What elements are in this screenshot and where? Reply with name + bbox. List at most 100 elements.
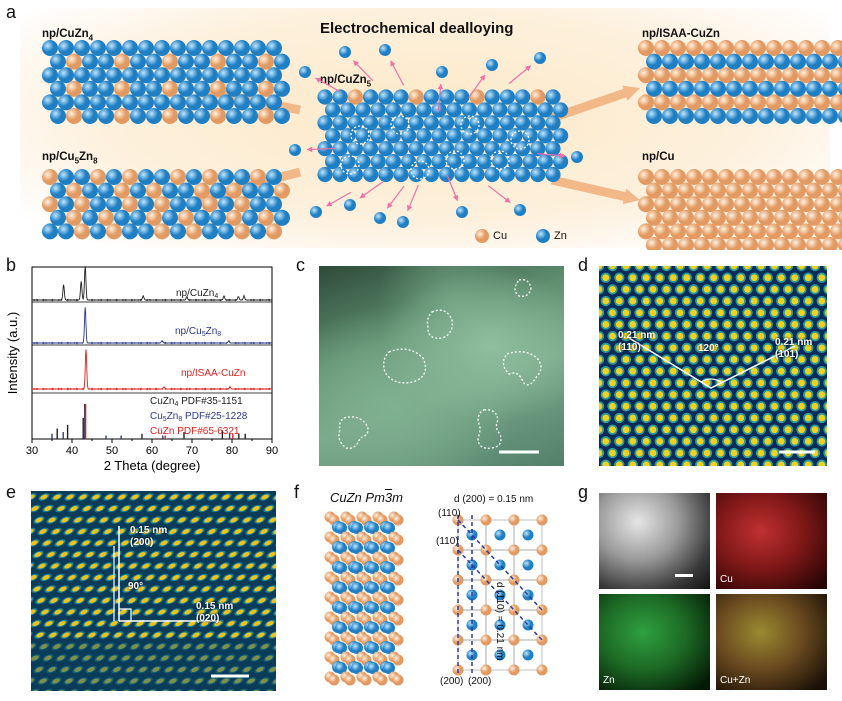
zn-atom	[58, 40, 74, 56]
zn-atom	[122, 223, 138, 240]
lattice-atom	[142, 563, 150, 569]
lattice-atom	[61, 667, 69, 672]
zn-atom	[325, 128, 341, 144]
lattice-atom	[737, 321, 745, 328]
lattice-atom	[656, 367, 664, 375]
lattice-atom	[615, 367, 623, 375]
lattice-atom	[791, 437, 799, 445]
cu-atom	[638, 67, 654, 84]
lattice-atom	[221, 678, 229, 684]
lattice-atom	[181, 563, 189, 569]
stem-image-c	[319, 266, 564, 466]
lattice-atom	[100, 667, 108, 672]
cu-atom	[694, 182, 710, 199]
zn-atom	[154, 67, 170, 84]
zn-atom	[822, 108, 838, 124]
lattice-atom	[191, 517, 199, 523]
lattice-atom	[235, 644, 243, 649]
cu-atom	[74, 223, 90, 240]
cu-atom	[678, 182, 694, 199]
lattice-atom	[267, 586, 275, 592]
lattice-atom	[83, 655, 91, 661]
legend-zn-ball	[536, 229, 550, 243]
lattice-atom	[207, 563, 215, 569]
hrtem-image-d	[599, 266, 827, 466]
zn-atom	[138, 94, 154, 111]
cu-atom	[66, 80, 82, 97]
lattice-atom	[118, 644, 126, 649]
cu-atom	[710, 182, 726, 199]
zn-atom	[522, 128, 538, 144]
lattice-atom	[75, 632, 83, 638]
lattice-atom	[750, 297, 758, 305]
lattice-atom	[264, 540, 272, 546]
lattice-atom	[236, 609, 244, 615]
zn-atom	[122, 40, 138, 56]
lattice-atom	[238, 540, 246, 546]
lattice-atom	[791, 391, 799, 399]
zn-atom	[162, 209, 178, 226]
cu-atom	[718, 196, 734, 213]
escaping-zn-atom	[344, 199, 356, 211]
lattice-atom	[602, 414, 610, 422]
lattice-atom	[777, 274, 785, 282]
lattice-atom	[642, 461, 650, 466]
lattice-atom	[230, 667, 238, 672]
lattice-atom	[744, 332, 751, 340]
lattice-atom	[223, 609, 231, 615]
x-tick-label: 90	[266, 445, 278, 457]
zn-atom	[98, 53, 114, 70]
haadf-image	[599, 493, 710, 589]
spacing-left-label: 0.21 nm	[618, 330, 656, 341]
lattice-atom	[32, 621, 40, 626]
zn-atom	[170, 40, 186, 56]
lattice-atom	[723, 367, 731, 375]
lattice-atom	[798, 402, 805, 410]
lattice-atom	[656, 437, 664, 445]
lattice-atom	[615, 461, 623, 466]
lattice-atom	[676, 356, 684, 363]
lattice-atom	[669, 274, 677, 282]
zn-atom	[385, 128, 401, 144]
lattice-atom	[228, 586, 236, 592]
zn-atom	[694, 108, 710, 124]
lattice-atom	[676, 285, 684, 293]
lattice-atom	[811, 426, 819, 434]
lattice-atom	[57, 506, 65, 511]
zn-atom	[146, 53, 162, 70]
lattice-atom	[230, 517, 238, 523]
lattice-atom	[825, 379, 827, 386]
lattice-atom	[175, 621, 183, 626]
zn-atom	[106, 67, 122, 84]
cu-atom	[830, 94, 842, 111]
zn-atom	[553, 128, 569, 144]
lattice-atom	[676, 426, 684, 434]
lattice-atom	[629, 321, 637, 328]
lattice-atom	[649, 309, 657, 317]
lattice-atom	[250, 575, 258, 580]
zn-atom	[522, 559, 534, 571]
zn-atom	[50, 80, 66, 97]
cu-atom	[508, 664, 520, 676]
zn-atom	[90, 40, 106, 56]
dealloying-arrowhead	[452, 194, 459, 201]
zn-atom	[383, 542, 395, 554]
cu-atom	[718, 40, 734, 56]
lattice-atom	[88, 632, 96, 638]
lattice-atom	[717, 332, 724, 340]
lattice-atom	[54, 609, 62, 615]
zn-atom	[710, 80, 726, 97]
zn-atom	[393, 115, 409, 131]
lattice-atom	[656, 297, 664, 305]
lattice-atom	[232, 598, 240, 603]
lattice-atom	[656, 461, 664, 466]
cu-atom	[178, 209, 194, 226]
lattice-atom	[111, 586, 119, 592]
zn-atom	[507, 102, 523, 118]
cu-atom	[408, 89, 424, 105]
cu-atom	[822, 182, 838, 199]
lattice-atom	[757, 356, 765, 363]
zn-atom	[218, 40, 234, 56]
cu-atom	[822, 209, 838, 226]
panel-a: a Electrochemical dealloying np/CuZn4 np…	[0, 0, 842, 250]
